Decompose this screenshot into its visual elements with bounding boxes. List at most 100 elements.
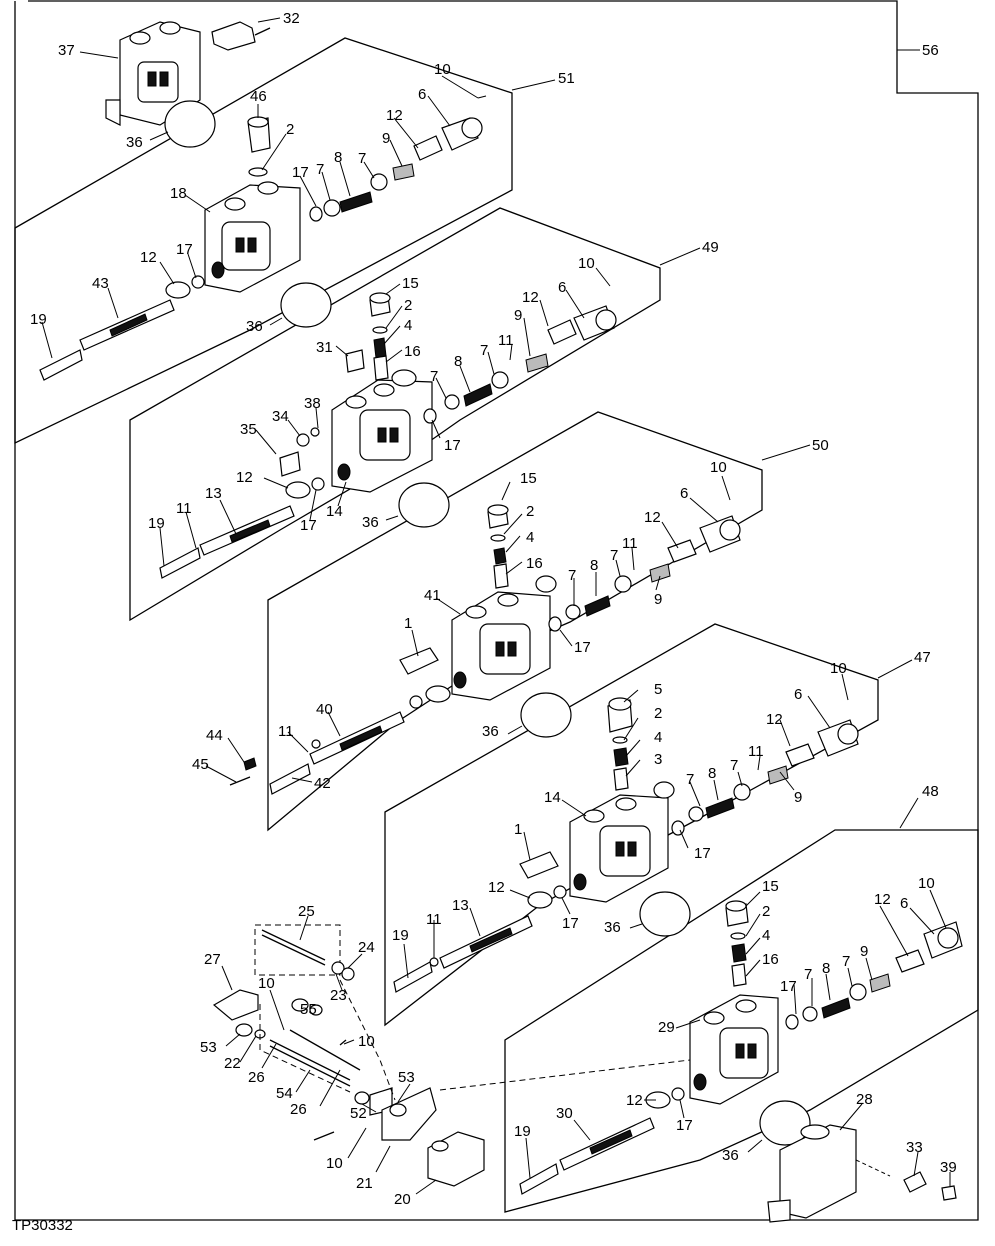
callout-10: 10 xyxy=(258,975,275,992)
callout-7: 7 xyxy=(358,150,366,167)
leader-lines xyxy=(41,17,951,1195)
callout-8: 8 xyxy=(822,960,830,977)
callout-17: 17 xyxy=(292,164,309,181)
callout-8: 8 xyxy=(454,353,462,370)
callout-20: 20 xyxy=(394,1191,411,1208)
callout-36: 36 xyxy=(482,723,499,740)
callout-11: 11 xyxy=(498,332,514,349)
callout-12: 12 xyxy=(236,469,253,486)
callout-2: 2 xyxy=(762,903,770,920)
section-50-parts xyxy=(229,482,741,795)
callout-9: 9 xyxy=(794,789,802,806)
callout-52: 52 xyxy=(350,1105,367,1122)
callout-2: 2 xyxy=(654,705,662,722)
section-47-parts xyxy=(393,692,859,993)
panel-49 xyxy=(129,207,661,622)
callout-11: 11 xyxy=(426,911,442,928)
callout-12: 12 xyxy=(386,107,403,124)
callout-7: 7 xyxy=(480,342,488,359)
callout-5: 5 xyxy=(654,681,662,698)
callout-17: 17 xyxy=(300,517,317,534)
callout-4: 4 xyxy=(526,529,534,546)
section-48-parts xyxy=(519,891,963,1223)
callout-10: 10 xyxy=(918,875,935,892)
callout-4: 4 xyxy=(762,927,770,944)
callout-1: 1 xyxy=(514,821,522,838)
callout-40: 40 xyxy=(316,701,333,718)
section-51-parts xyxy=(39,21,487,381)
callout-47: 47 xyxy=(914,649,931,666)
callout-1: 1 xyxy=(404,615,412,632)
callout-2: 2 xyxy=(286,121,294,138)
linkage-assembly xyxy=(212,924,691,1187)
callout-6: 6 xyxy=(680,485,688,502)
panel-48 xyxy=(504,829,979,1213)
callout-37: 37 xyxy=(58,42,75,59)
callout-16: 16 xyxy=(526,555,543,572)
callout-13: 13 xyxy=(205,485,222,502)
callout-8: 8 xyxy=(590,557,598,574)
callout-31: 31 xyxy=(316,339,333,356)
callout-56: 56 xyxy=(922,42,939,59)
callout-10: 10 xyxy=(578,255,595,272)
callout-53: 53 xyxy=(200,1039,217,1056)
callout-51: 51 xyxy=(558,70,575,87)
callout-16: 16 xyxy=(404,343,421,360)
callout-10: 10 xyxy=(830,660,847,677)
callout-11: 11 xyxy=(622,535,638,552)
callout-19: 19 xyxy=(148,515,165,532)
callout-14: 14 xyxy=(326,503,343,520)
callout-7: 7 xyxy=(430,368,438,385)
callout-17: 17 xyxy=(562,915,579,932)
callout-7: 7 xyxy=(610,547,618,564)
callout-14: 14 xyxy=(544,789,561,806)
callout-11: 11 xyxy=(748,743,764,760)
callout-11: 11 xyxy=(278,723,294,740)
callout-30: 30 xyxy=(556,1105,573,1122)
callout-6: 6 xyxy=(794,686,802,703)
callout-12: 12 xyxy=(874,891,891,908)
callout-8: 8 xyxy=(334,149,342,166)
callout-26: 26 xyxy=(248,1069,265,1086)
callout-12: 12 xyxy=(626,1092,643,1109)
callout-9: 9 xyxy=(514,307,522,324)
callout-49: 49 xyxy=(702,239,719,256)
callout-35: 35 xyxy=(240,421,257,438)
callout-39: 39 xyxy=(940,1159,957,1176)
callout-15: 15 xyxy=(762,878,779,895)
callout-17: 17 xyxy=(676,1117,693,1134)
callout-34: 34 xyxy=(272,408,289,425)
callout-36: 36 xyxy=(722,1147,739,1164)
callout-48: 48 xyxy=(922,783,939,800)
callout-13: 13 xyxy=(452,897,469,914)
callout-28: 28 xyxy=(856,1091,873,1108)
callout-53: 53 xyxy=(398,1069,415,1086)
callout-7: 7 xyxy=(316,161,324,178)
callout-41: 41 xyxy=(424,587,441,604)
callout-55: 55 xyxy=(300,1001,317,1018)
callout-23: 23 xyxy=(330,987,347,1004)
callout-17: 17 xyxy=(444,437,461,454)
callout-22: 22 xyxy=(224,1055,241,1072)
callout-6: 6 xyxy=(900,895,908,912)
callout-21: 21 xyxy=(356,1175,373,1192)
callout-6: 6 xyxy=(418,86,426,103)
callout-6: 6 xyxy=(558,279,566,296)
callout-11: 11 xyxy=(176,500,192,517)
callout-4: 4 xyxy=(404,317,412,334)
callout-17: 17 xyxy=(176,241,193,258)
callout-2: 2 xyxy=(526,503,534,520)
drawing-reference: TP30332 xyxy=(12,1217,73,1234)
callout-10: 10 xyxy=(710,459,727,476)
callout-10: 10 xyxy=(434,61,451,78)
callout-42: 42 xyxy=(314,775,331,792)
callout-15: 15 xyxy=(402,275,419,292)
callout-2: 2 xyxy=(404,297,412,314)
callout-25: 25 xyxy=(298,903,315,920)
callout-7: 7 xyxy=(686,771,694,788)
callout-9: 9 xyxy=(860,943,868,960)
callout-12: 12 xyxy=(488,879,505,896)
callout-7: 7 xyxy=(568,567,576,584)
callout-27: 27 xyxy=(204,951,221,968)
